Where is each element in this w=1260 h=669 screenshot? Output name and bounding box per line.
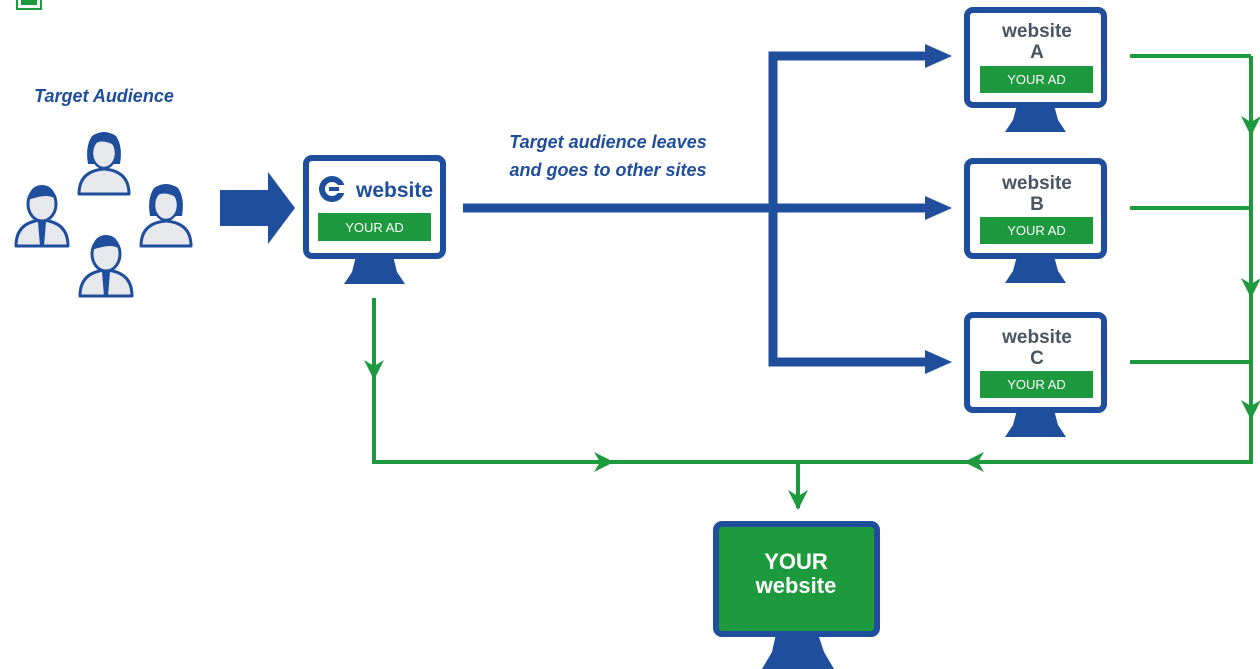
site-c-name: website (1001, 327, 1072, 348)
arrow-to-site-c-icon (925, 350, 952, 374)
arrow-to-site-b-icon (925, 196, 952, 220)
site-c-ad-label: YOUR AD (1007, 377, 1066, 392)
source-site-monitor: website YOUR AD (303, 155, 446, 284)
corner-tab-icon (16, 0, 42, 10)
site-a-name: website (1001, 21, 1072, 42)
destination-monitor: YOUR website (713, 521, 880, 669)
site-c-ad-box (980, 371, 1093, 398)
source-site-ad-label: YOUR AD (345, 220, 404, 235)
site-a-monitor: website A YOUR AD (964, 7, 1107, 132)
site-a-letter: A (1030, 42, 1044, 63)
arrow-to-site-a-icon (925, 44, 952, 68)
source-site-name: website (355, 179, 433, 202)
source-site-ad-box (318, 213, 431, 241)
audience-group-icon (14, 130, 193, 298)
site-b-monitor: website B YOUR AD (964, 158, 1107, 283)
site-a-ad-label: YOUR AD (1007, 72, 1066, 87)
site-a-ad-box (980, 66, 1093, 93)
flow-caption-line1: Target audience leaves (509, 132, 706, 152)
site-b-letter: B (1030, 194, 1044, 215)
destination-line1: YOUR (764, 549, 828, 574)
site-b-name: website (1001, 173, 1072, 194)
destination-line2: website (755, 573, 837, 598)
green-flow-lines (364, 54, 1260, 510)
flow-caption-line2: and goes to other sites (509, 160, 706, 180)
site-b-ad-box (980, 217, 1093, 244)
site-c-letter: C (1030, 348, 1044, 369)
audience-label: Target Audience (34, 86, 174, 106)
site-b-ad-label: YOUR AD (1007, 223, 1066, 238)
c-logo-icon (319, 176, 345, 202)
arrow-right-icon (220, 172, 295, 244)
site-c-monitor: website C YOUR AD (964, 312, 1107, 437)
blue-flow-lines (463, 44, 952, 374)
